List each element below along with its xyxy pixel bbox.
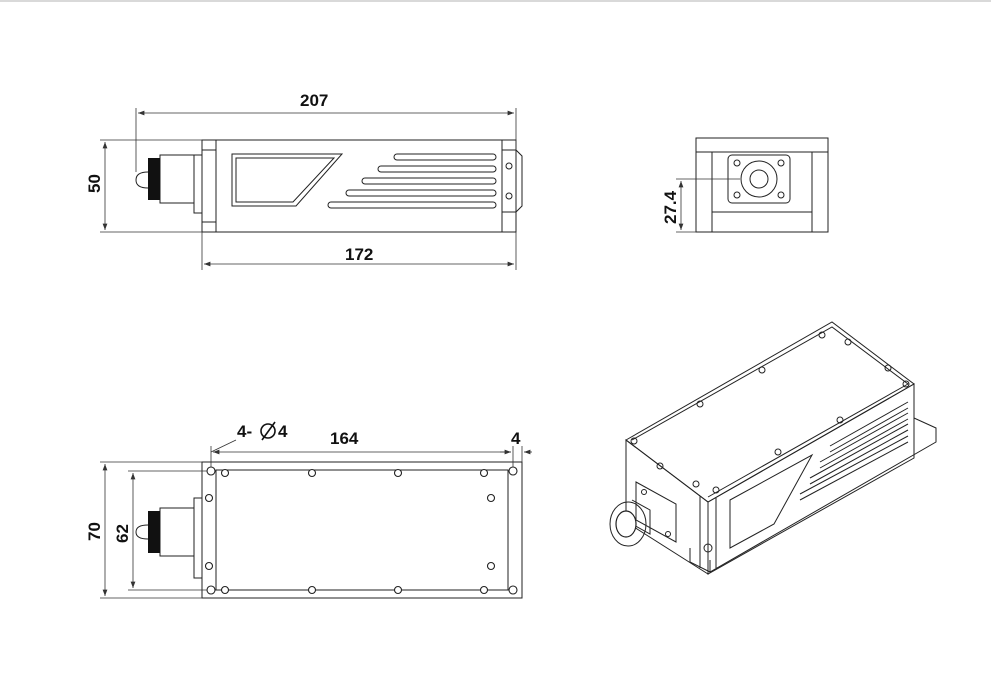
side-view-connector-cap xyxy=(148,158,160,200)
dim-hole-width: 62 xyxy=(113,524,132,543)
iso-top-face xyxy=(625,321,915,503)
bottom-view-baseplate xyxy=(201,461,523,599)
mounting-hole xyxy=(206,466,216,476)
side-view-label-panel xyxy=(231,153,344,207)
iso-side-face xyxy=(707,383,915,575)
side-view: 207 172 50 xyxy=(85,91,523,270)
dim-output-height: 27.4 xyxy=(661,190,680,224)
iso-output-connector xyxy=(609,501,647,547)
dim-edge-offset: 4 xyxy=(511,429,521,448)
side-view-connector xyxy=(159,154,195,204)
dim-mounting-hole-diameter: 4 xyxy=(278,422,288,441)
cooling-slot xyxy=(393,153,497,161)
cooling-slot xyxy=(361,177,497,185)
isometric-view xyxy=(609,321,937,575)
front-view: 27.4 xyxy=(661,137,829,233)
iso-top-screws xyxy=(630,331,910,494)
mounting-hole xyxy=(508,466,518,476)
dim-hole-spacing: 164 xyxy=(330,429,359,448)
cooling-slot xyxy=(345,189,497,197)
bottom-view: 4- 4 164 4 70 62 xyxy=(85,421,532,599)
dim-height: 50 xyxy=(85,174,104,193)
dim-mounting-hole-count: 4- xyxy=(237,422,252,441)
front-view-body xyxy=(695,137,829,233)
output-aperture xyxy=(749,169,769,189)
cover-screws xyxy=(204,468,496,595)
iso-base-plate xyxy=(689,417,937,573)
iso-connector-flange xyxy=(635,481,677,543)
mounting-hole xyxy=(508,585,518,595)
iso-cooling-slots xyxy=(799,401,909,501)
cooling-slot xyxy=(377,165,497,173)
diameter-symbol-icon xyxy=(260,421,276,441)
iso-label-panel xyxy=(729,453,814,549)
dim-base-width: 70 xyxy=(85,522,104,541)
mounting-hole xyxy=(206,585,216,595)
dim-overall-length: 207 xyxy=(300,91,328,110)
dim-body-length: 172 xyxy=(345,245,373,264)
cooling-slot xyxy=(327,201,497,209)
iso-front-face xyxy=(625,438,709,575)
top-border xyxy=(0,0,991,2)
side-view-flange xyxy=(193,154,203,214)
